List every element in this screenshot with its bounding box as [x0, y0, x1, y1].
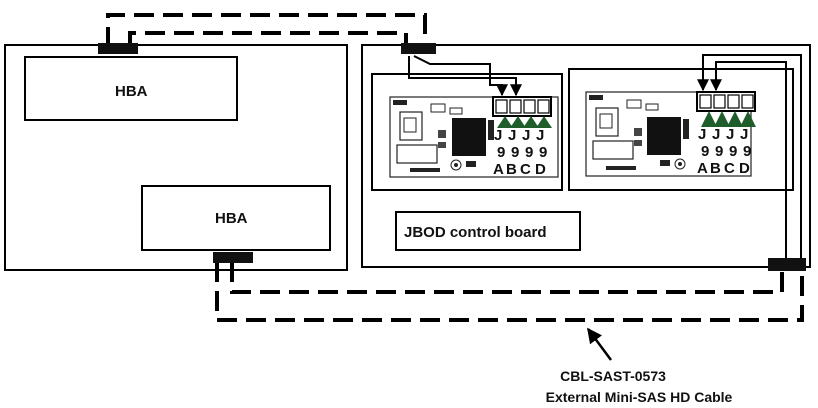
connector-block-left[interactable] [492, 96, 552, 128]
hba-card-top[interactable] [24, 56, 238, 121]
hba-top-label: HBA [115, 83, 148, 100]
internal-cable-right [697, 54, 802, 264]
j-letter-right-3: J [726, 126, 734, 143]
j-suffix-left-2: B [506, 161, 517, 178]
internal-cable-left [408, 55, 522, 97]
host-enclosure [4, 44, 348, 271]
callout-arrow [586, 327, 613, 361]
j-letter-left-2: J [508, 127, 516, 144]
plug-jbod-bottom [768, 258, 806, 271]
j-digit-right-1: 9 [701, 143, 709, 160]
j-suffix-right-3: C [724, 160, 735, 177]
j-digit-right-3: 9 [729, 143, 737, 160]
j-digit-right-2: 9 [715, 143, 723, 160]
plug-hba-bottom [213, 252, 253, 263]
j-digit-right-4: 9 [743, 143, 751, 160]
hba-bottom-label: HBA [215, 210, 248, 227]
hba-card-bottom[interactable] [141, 185, 331, 251]
jbod-control-board-label: JBOD control board [404, 224, 547, 241]
external-cable-bottom [215, 262, 804, 322]
connector-labels-right: J J J J 9 9 9 9 A B C D [697, 126, 751, 177]
j-letter-left-4: J [536, 127, 544, 144]
j-letter-left-1: J [494, 127, 502, 144]
connector-labels-left: J J J J 9 9 9 9 A B C D [493, 127, 547, 178]
j-digit-left-3: 9 [525, 144, 533, 161]
j-letter-right-2: J [712, 126, 720, 143]
j-suffix-right-2: B [710, 160, 721, 177]
jbod-chassis [361, 44, 811, 268]
j-suffix-right-4: D [739, 160, 750, 177]
chip-right [647, 117, 681, 155]
board-frame-left [371, 73, 563, 191]
connector-block-right[interactable] [696, 91, 756, 127]
cable-description: External Mini-SAS HD Cable [546, 389, 733, 405]
j-suffix-right-1: A [697, 160, 708, 177]
external-cable-top [106, 13, 427, 47]
cable-part-number: CBL-SAST-0573 [560, 368, 666, 384]
j-letter-right-4: J [740, 126, 748, 143]
plug-jbod-top [401, 43, 436, 54]
j-suffix-left-1: A [493, 161, 504, 178]
j-suffix-left-4: D [535, 161, 546, 178]
plug-hba-top [98, 43, 138, 54]
j-letter-left-3: J [522, 127, 530, 144]
jbod-control-board-box [395, 211, 581, 251]
j-digit-left-4: 9 [539, 144, 547, 161]
board-frame-right [568, 68, 794, 191]
j-suffix-left-3: C [520, 161, 531, 178]
j-letter-right-1: J [698, 126, 706, 143]
j-digit-left-1: 9 [497, 144, 505, 161]
j-digit-left-2: 9 [511, 144, 519, 161]
chip-left [452, 118, 486, 156]
